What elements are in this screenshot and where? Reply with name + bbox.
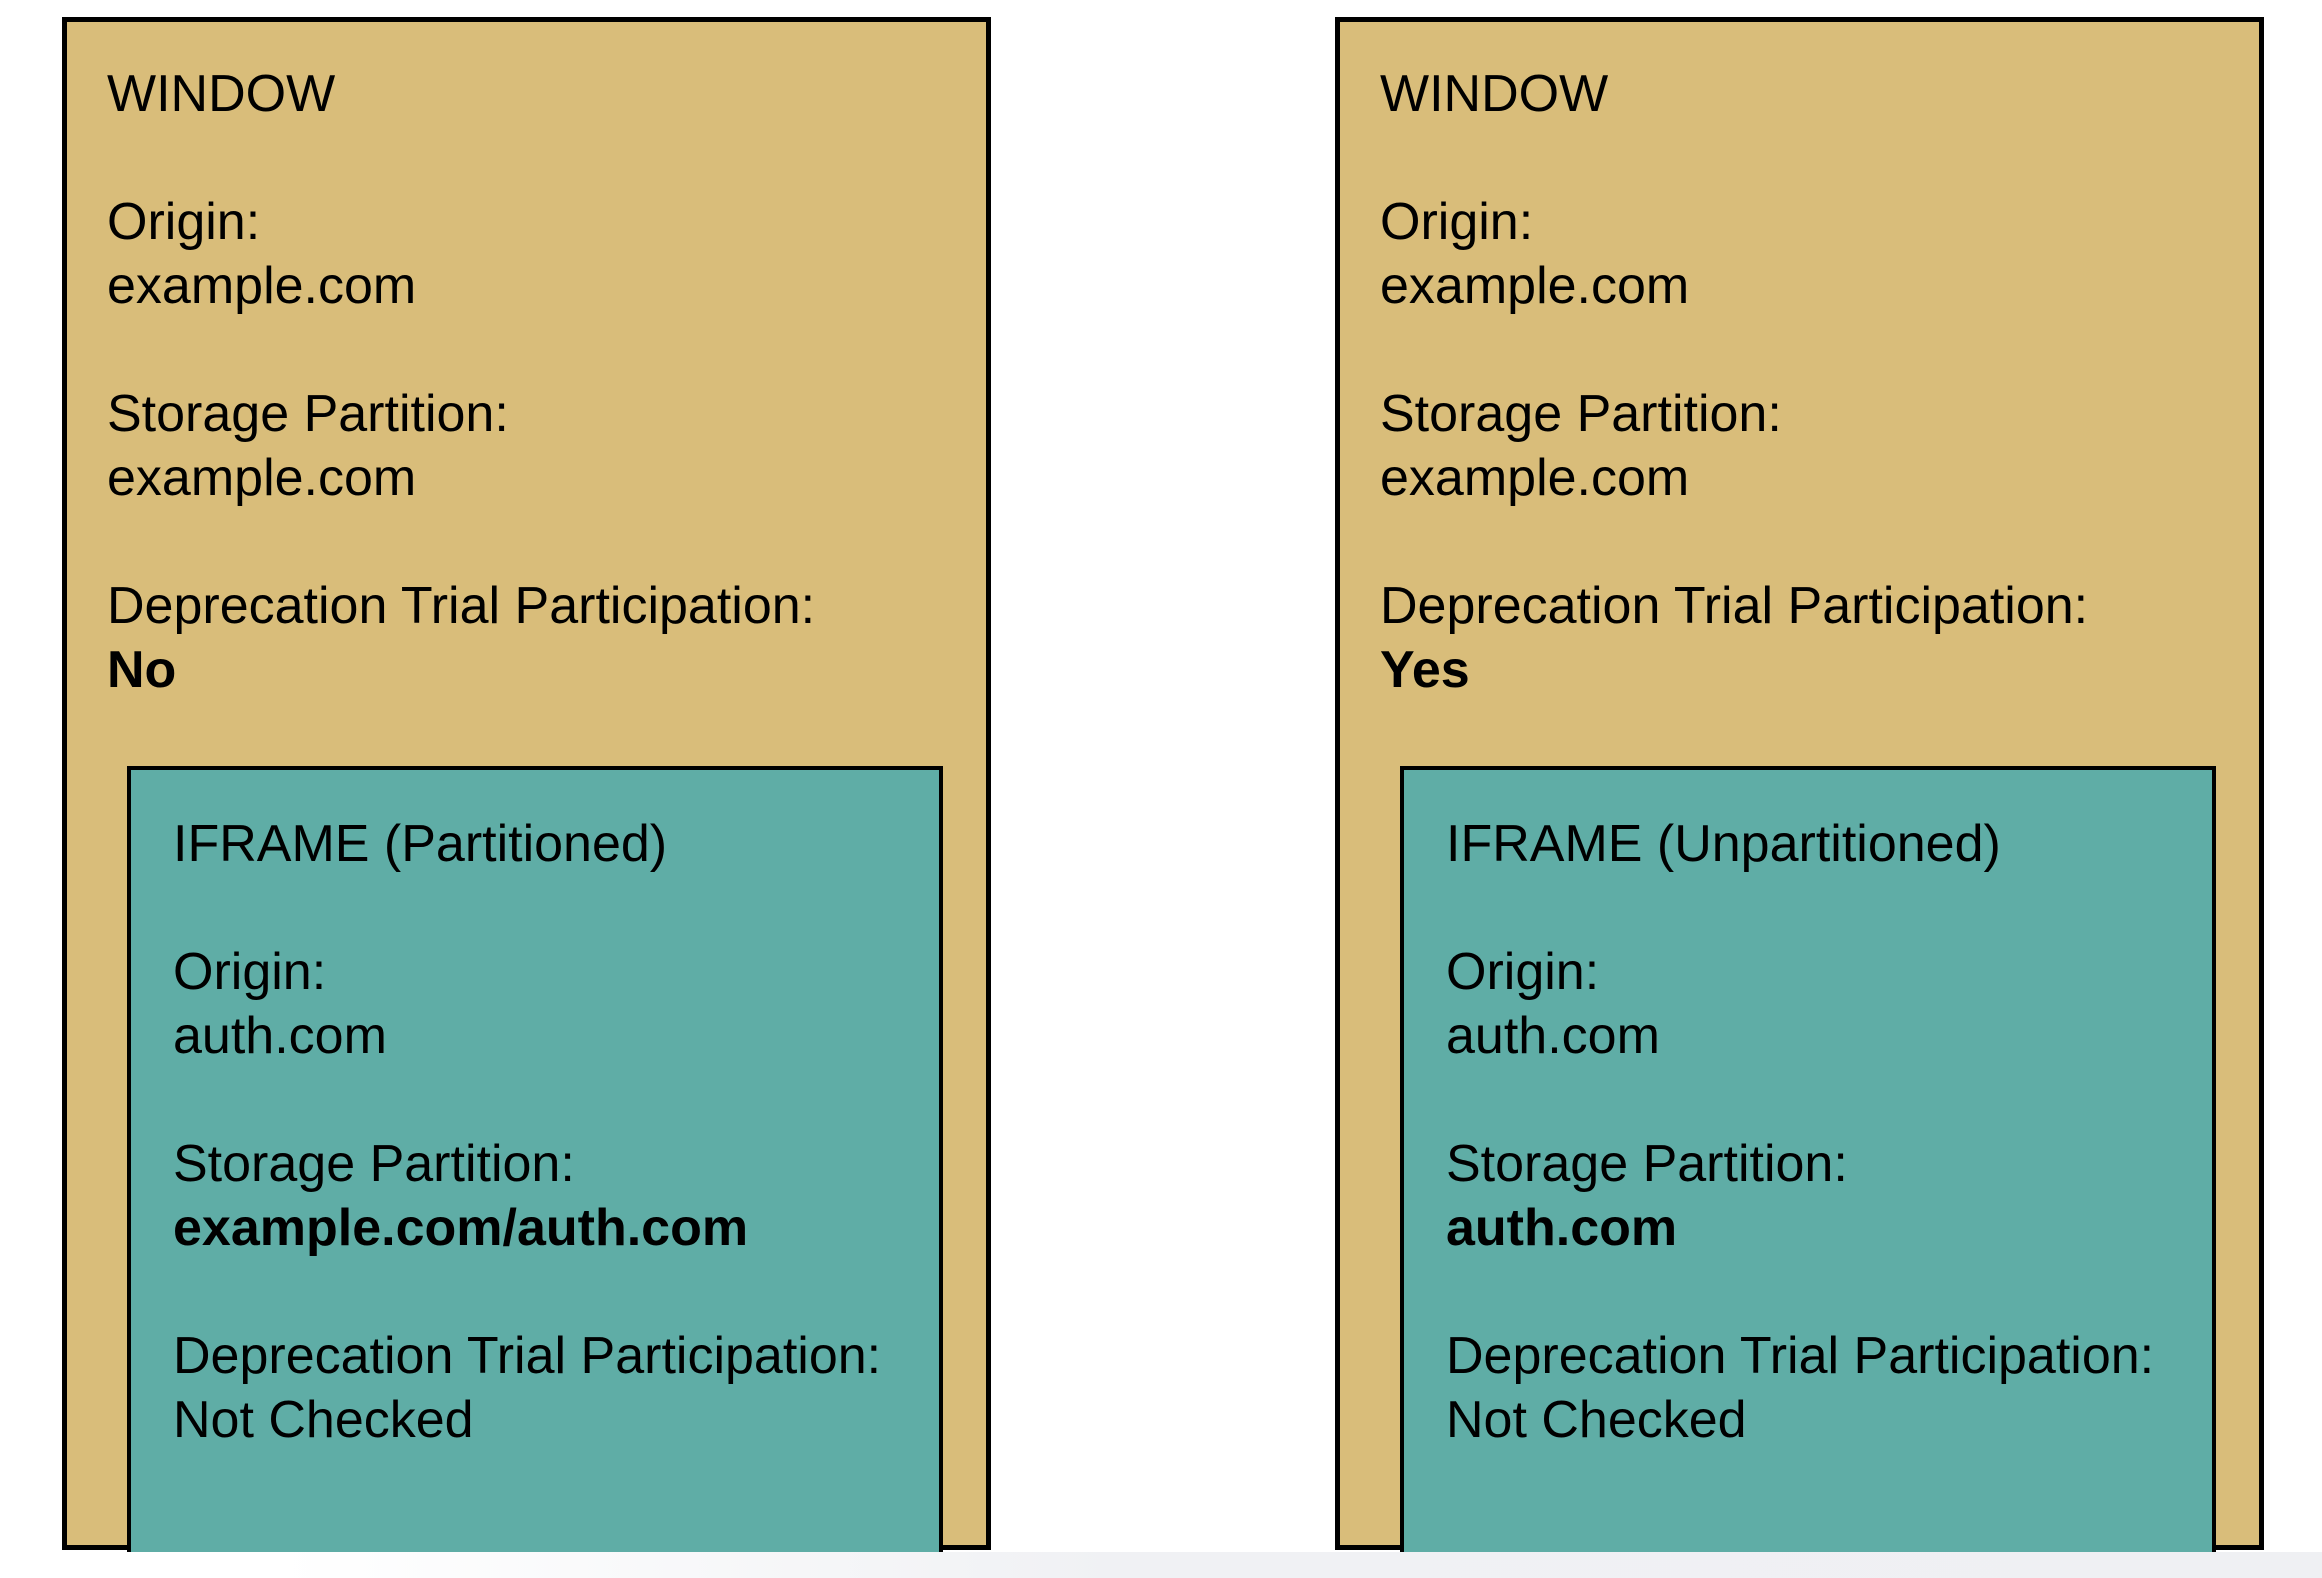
storage-partition-label: Storage Partition: [1380, 385, 1782, 443]
iframe-box-unpartitioned: IFRAME (Unpartitioned) Origin: auth.com … [1400, 766, 2216, 1560]
deprecation-trial-value: Yes [1380, 641, 1470, 699]
origin-label: Origin: [173, 943, 327, 1001]
iframe-title: IFRAME (Unpartitioned) [1446, 815, 2001, 873]
iframe-deprecation-trial: Deprecation Trial Participation: Not Che… [1446, 1324, 2176, 1452]
origin-value: example.com [107, 257, 417, 315]
iframe-origin: Origin: auth.com [173, 940, 903, 1068]
origin-value: auth.com [1446, 1007, 1660, 1065]
deprecation-trial-value: Not Checked [173, 1391, 474, 1449]
deprecation-trial-value: Not Checked [1446, 1391, 1747, 1449]
window-origin: Origin: example.com [1380, 190, 2219, 318]
iframe-storage-partition: Storage Partition: auth.com [1446, 1132, 2176, 1260]
iframe-deprecation-trial: Deprecation Trial Participation: Not Che… [173, 1324, 903, 1452]
deprecation-trial-value: No [107, 641, 177, 699]
origin-label: Origin: [1380, 193, 1534, 251]
storage-partition-label: Storage Partition: [107, 385, 509, 443]
storage-partition-value: example.com/auth.com [173, 1199, 749, 1257]
window-box-partitioned: WINDOW Origin: example.com Storage Parti… [62, 17, 991, 1560]
origin-value: auth.com [173, 1007, 387, 1065]
iframe-origin: Origin: auth.com [1446, 940, 2176, 1068]
window-storage-partition: Storage Partition: example.com [1380, 382, 2219, 510]
window-origin: Origin: example.com [107, 190, 946, 318]
deprecation-trial-label: Deprecation Trial Participation: [1446, 1327, 2155, 1385]
origin-label: Origin: [107, 193, 261, 251]
deprecation-trial-label: Deprecation Trial Participation: [107, 577, 816, 635]
window-deprecation-trial: Deprecation Trial Participation: No [107, 574, 946, 702]
storage-partition-value: auth.com [1446, 1199, 1678, 1257]
iframe-box-partitioned: IFRAME (Partitioned) Origin: auth.com St… [127, 766, 943, 1560]
deprecation-trial-label: Deprecation Trial Participation: [173, 1327, 882, 1385]
storage-partition-label: Storage Partition: [173, 1135, 575, 1193]
storage-partition-label: Storage Partition: [1446, 1135, 1848, 1193]
window-deprecation-trial: Deprecation Trial Participation: Yes [1380, 574, 2219, 702]
origin-label: Origin: [1446, 943, 1600, 1001]
storage-partition-value: example.com [1380, 449, 1690, 507]
origin-value: example.com [1380, 257, 1690, 315]
window-title: WINDOW [107, 65, 336, 123]
page-bottom-strip [0, 1552, 2322, 1578]
iframe-title: IFRAME (Partitioned) [173, 815, 668, 873]
storage-partition-value: example.com [107, 449, 417, 507]
window-box-unpartitioned: WINDOW Origin: example.com Storage Parti… [1335, 17, 2264, 1560]
iframe-storage-partition: Storage Partition: example.com/auth.com [173, 1132, 903, 1260]
window-storage-partition: Storage Partition: example.com [107, 382, 946, 510]
deprecation-trial-label: Deprecation Trial Participation: [1380, 577, 2089, 635]
window-title: WINDOW [1380, 65, 1609, 123]
